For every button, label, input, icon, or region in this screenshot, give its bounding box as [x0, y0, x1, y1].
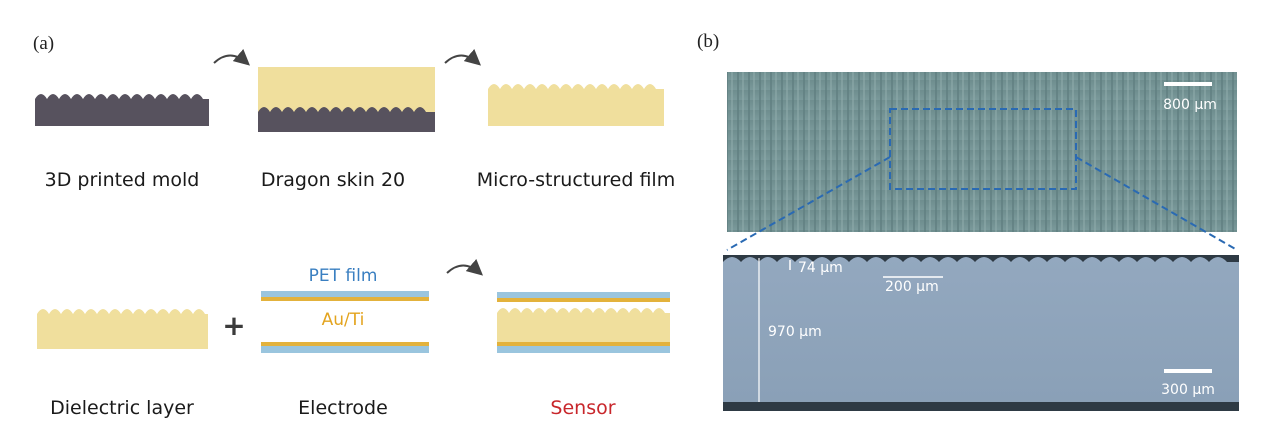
period-label: 200 μm [885, 279, 939, 295]
amplitude-label: 74 μm [798, 260, 843, 276]
bottom-gold-layer [261, 342, 429, 346]
step-label-mold: 3D printed mold [45, 169, 200, 191]
curved-arrow-icon [444, 49, 482, 66]
step-label-sensor: Sensor [550, 397, 615, 419]
step-label-film: Micro-structured film [477, 169, 675, 191]
sensor-bottom-pet [497, 346, 670, 353]
cross-section-profile [723, 257, 1239, 402]
dielectric-shape [37, 309, 208, 349]
au-ti-label: Au/Ti [322, 310, 365, 330]
zoom-line-left [726, 156, 891, 251]
curved-arrow-icon [446, 259, 484, 276]
sensor-top-pet [497, 292, 670, 298]
sensor-bottom-gold [497, 342, 670, 346]
panel-label-a: (a) [33, 33, 54, 54]
mold-shape [35, 94, 209, 126]
sensor-dielectric [497, 308, 670, 342]
step-label-dielectric: Dielectric layer [50, 397, 194, 419]
scale-label-bottom: 300 μm [1161, 382, 1215, 398]
bottom-pet-layer [261, 346, 429, 353]
sensor-top-gold [497, 298, 670, 302]
step-label-dragon: Dragon skin 20 [261, 169, 405, 191]
top-pet-layer [261, 291, 429, 297]
mold-shape-2 [258, 107, 435, 132]
plus-icon: + [222, 309, 245, 342]
thickness-label: 970 μm [768, 324, 822, 340]
scale-label-top: 800 μm [1163, 97, 1217, 113]
pet-film-label: PET film [309, 266, 378, 286]
panel-label-b: (b) [697, 31, 719, 52]
top-gold-layer [261, 297, 429, 301]
step-label-electrode: Electrode [298, 397, 388, 419]
top-micrograph-shade [727, 72, 1237, 232]
curved-arrow-icon [213, 49, 251, 66]
zoom-line-right [1075, 156, 1238, 251]
zoom-box [889, 108, 1077, 190]
film-shape [488, 84, 664, 126]
top-micrograph [727, 72, 1237, 232]
